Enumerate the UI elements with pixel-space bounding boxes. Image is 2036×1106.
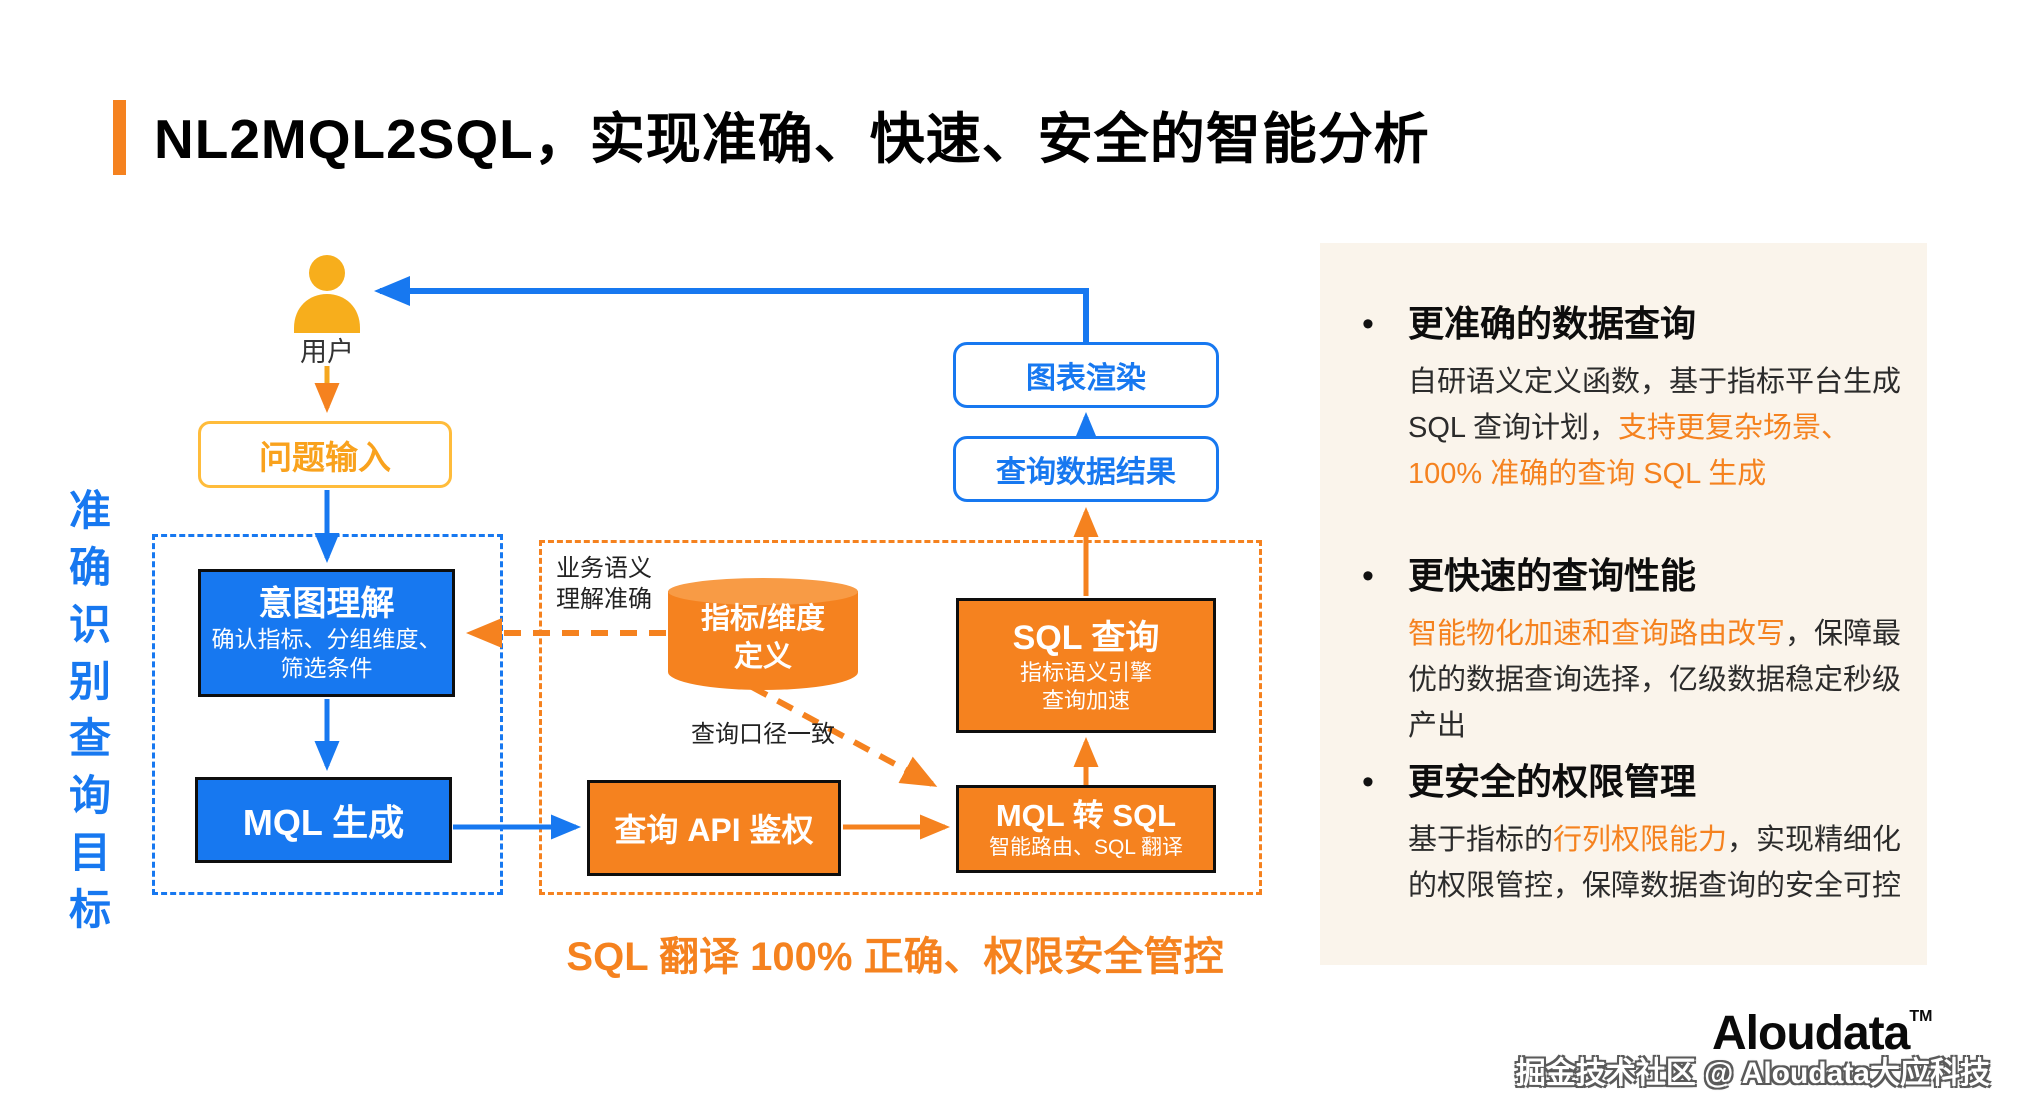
bullet-dot-icon: • <box>1362 557 1374 595</box>
arrow-chart-to-user <box>374 276 1089 344</box>
benefit-heading: 更快速的查询性能 <box>1408 555 1697 596</box>
question-input-node: 问题输入 <box>198 421 452 488</box>
benefits-panel: • 更准确的数据查询自研语义定义函数，基于指标平台生成 SQL 查询计划，支持更复… <box>1320 243 1927 965</box>
bullet-dot-icon: • <box>1362 305 1374 343</box>
intent-title: 意图理解 <box>258 585 395 623</box>
mql-generation-label: MQL 生成 <box>242 802 405 843</box>
mql-generation-node: MQL 生成 <box>195 777 452 863</box>
query-result-node: 查询数据结果 <box>953 436 1219 502</box>
question-input-label: 问题输入 <box>259 438 391 476</box>
benefit-text-segment: ，实现精细化的权限管控，保障数据查询的安全可控 <box>1408 824 1902 902</box>
aloudata-logo: AloudataTM <box>1712 1006 1932 1061</box>
benefit-text-segment: 支持更复杂场景、100% 准确的查询 SQL 生成 <box>1408 412 1851 490</box>
caliber-note: 查询口径一致 <box>691 721 835 748</box>
mql-to-sql-subtitle: 智能路由、SQL 翻译 <box>988 836 1184 859</box>
benefit-text-segment: ，保障最优的数据查询选择，亿级数据稳定秒级产出 <box>1408 618 1902 742</box>
bullet-dot-icon: • <box>1362 763 1374 801</box>
sql-query-title: SQL 查询 <box>1012 618 1160 657</box>
benefit-item: • 更安全的权限管理基于指标的行列权限能力，实现精细化的权限管控，保障数据查询的安… <box>1362 759 1920 909</box>
benefit-body: 自研语义定义函数，基于指标平台生成 SQL 查询计划，支持更复杂场景、100% … <box>1408 359 1920 497</box>
api-auth-label: 查询 API 鉴权 <box>614 812 814 848</box>
mql-to-sql-title: MQL 转 SQL <box>995 798 1177 833</box>
semantic-note: 业务语义 理解准确 <box>556 555 652 613</box>
sql-query-node: SQL 查询 指标语义引擎 查询加速 <box>956 598 1216 733</box>
user-icon <box>294 255 360 333</box>
page-title: NL2MQL2SQL，实现准确、快速、安全的智能分析 <box>154 108 1430 170</box>
benefit-heading: 更安全的权限管理 <box>1408 761 1697 802</box>
chart-render-label: 图表渲染 <box>1026 362 1146 395</box>
logo-text: Aloudata <box>1712 1007 1910 1060</box>
trademark-mark: TM <box>1909 1008 1933 1025</box>
query-result-label: 查询数据结果 <box>996 456 1176 489</box>
benefit-heading: 更准确的数据查询 <box>1408 303 1697 344</box>
side-goal-label: 准 确 识 别 查 询 目 标 <box>68 487 111 933</box>
watermark-text: 掘金技术社区 @ Aloudata大应科技 <box>1515 1057 1990 1090</box>
mql-to-sql-node: MQL 转 SQL 智能路由、SQL 翻译 <box>956 785 1216 873</box>
benefit-text-segment: 自研语义定义函数，基于指标平台生成 SQL 查询计划， <box>1408 366 1902 444</box>
title-accent-bar <box>113 100 126 175</box>
benefit-text-segment: 基于指标的 <box>1408 824 1554 856</box>
benefit-body: 基于指标的行列权限能力，实现精细化的权限管控，保障数据查询的安全可控 <box>1408 817 1920 909</box>
benefit-body: 智能物化加速和查询路由改写，保障最优的数据查询选择，亿级数据稳定秒级产出 <box>1408 611 1920 749</box>
api-auth-node: 查询 API 鉴权 <box>587 780 841 876</box>
sql-group-frame <box>539 540 1262 895</box>
cylinder-top-icon <box>668 578 858 605</box>
cylinder-body <box>668 591 858 690</box>
user-label: 用户 <box>300 337 354 367</box>
intent-subtitle: 确认指标、分组维度、 筛选条件 <box>211 626 442 681</box>
benefit-text-segment: 行列权限能力 <box>1553 824 1728 856</box>
metric-definition-cylinder: 指标/维度 定义 <box>668 578 858 690</box>
benefit-item: • 更快速的查询性能智能物化加速和查询路由改写，保障最优的数据查询选择，亿级数据稳… <box>1362 553 1920 749</box>
intent-node: 意图理解 确认指标、分组维度、 筛选条件 <box>198 569 455 697</box>
sql-query-subtitle: 指标语义引擎 查询加速 <box>1019 659 1152 713</box>
benefit-text-segment: 智能物化加速和查询路由改写 <box>1408 618 1786 650</box>
cylinder-label: 指标/维度 定义 <box>700 603 826 673</box>
flow-caption: SQL 翻译 100% 正确、权限安全管控 <box>566 935 1224 979</box>
chart-render-node: 图表渲染 <box>953 342 1219 408</box>
dashed-arrow-cylinder-to-mql2sql <box>750 684 938 787</box>
benefit-item: • 更准确的数据查询自研语义定义函数，基于指标平台生成 SQL 查询计划，支持更复… <box>1362 301 1920 497</box>
